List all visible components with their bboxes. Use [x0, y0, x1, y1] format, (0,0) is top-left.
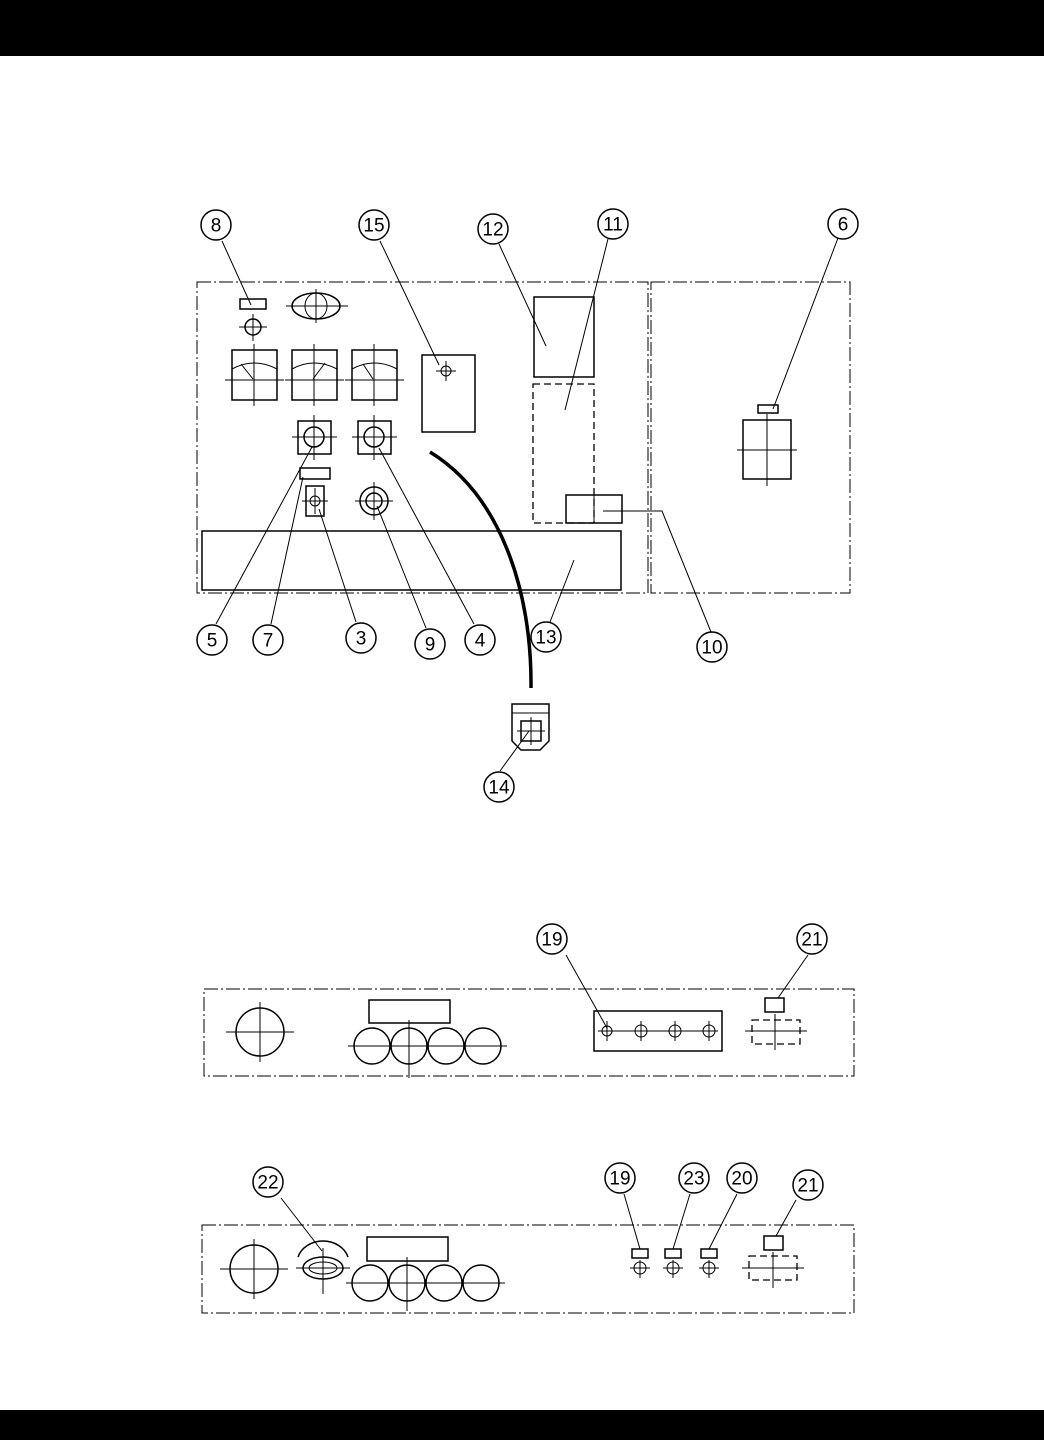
label-7 [300, 468, 330, 479]
svg-text:12: 12 [482, 220, 503, 241]
indicator-box-15 [422, 355, 475, 432]
oval-selector [286, 289, 348, 323]
middle-display [369, 1000, 450, 1023]
callout-11: 11 [598, 209, 628, 239]
meter-2 [285, 344, 344, 406]
svg-text:14: 14 [488, 778, 510, 799]
svg-text:23: 23 [683, 1169, 704, 1190]
callout-21-bottom: 21 [793, 1170, 823, 1200]
push-button-5 [292, 415, 337, 460]
selector-22 [296, 1241, 350, 1294]
callout-22: 22 [253, 1167, 283, 1197]
bottom-large-dial [220, 1239, 288, 1299]
callout-10: 10 [697, 632, 727, 662]
middle-large-dial [226, 1002, 294, 1062]
callout-15: 15 [359, 210, 389, 240]
meter-1 [225, 344, 284, 406]
bottom-device-21 [742, 1236, 804, 1288]
svg-text:10: 10 [701, 638, 722, 659]
hidden-module-11 [533, 384, 594, 523]
key-switch-3 [302, 486, 328, 516]
callout-6: 6 [828, 209, 858, 239]
switch-8 [239, 299, 267, 341]
meter-3 [345, 344, 404, 406]
svg-text:13: 13 [535, 628, 556, 649]
bottom-panel [202, 1194, 854, 1313]
middle-indicator-group-19 [594, 1011, 722, 1051]
middle-button-row [348, 1020, 507, 1078]
device-6 [737, 405, 797, 486]
svg-text:11: 11 [603, 215, 623, 236]
svg-text:6: 6 [838, 215, 849, 236]
svg-text:15: 15 [363, 216, 384, 237]
callout-21-middle: 21 [797, 924, 827, 954]
callout-19-middle: 19 [537, 924, 567, 954]
svg-text:8: 8 [211, 216, 222, 237]
svg-text:4: 4 [475, 631, 486, 652]
callout-3: 3 [346, 623, 376, 653]
bottom-switches-19-23-20 [630, 1249, 719, 1278]
callout-4: 4 [465, 625, 495, 655]
svg-text:19: 19 [541, 930, 562, 951]
svg-text:5: 5 [207, 631, 218, 652]
svg-text:3: 3 [356, 629, 367, 650]
callout-23: 23 [679, 1163, 709, 1193]
push-button-4 [352, 415, 397, 460]
middle-device-21 [745, 998, 807, 1050]
svg-text:9: 9 [425, 635, 436, 656]
svg-text:7: 7 [263, 631, 274, 652]
svg-text:21: 21 [797, 1176, 818, 1197]
callout-13: 13 [531, 622, 561, 652]
svg-text:19: 19 [609, 1169, 630, 1190]
callout-12: 12 [478, 214, 508, 244]
callout-5: 5 [197, 625, 227, 655]
pendant-14 [512, 704, 549, 750]
callout-7: 7 [253, 625, 283, 655]
callout-14: 14 [484, 772, 514, 802]
knob-9 [355, 482, 393, 520]
box-10 [566, 495, 622, 523]
callout-8: 8 [201, 210, 231, 240]
svg-text:21: 21 [801, 930, 822, 951]
middle-panel [204, 955, 854, 1078]
svg-text:22: 22 [257, 1173, 278, 1194]
svg-text:20: 20 [731, 1169, 752, 1190]
callout-20: 20 [727, 1163, 757, 1193]
bottom-button-row [346, 1257, 505, 1311]
callout-9: 9 [415, 629, 445, 659]
callout-19-bottom: 19 [605, 1163, 635, 1193]
meters [225, 344, 404, 406]
display-12 [534, 297, 594, 377]
bottom-strip-13 [202, 531, 621, 590]
